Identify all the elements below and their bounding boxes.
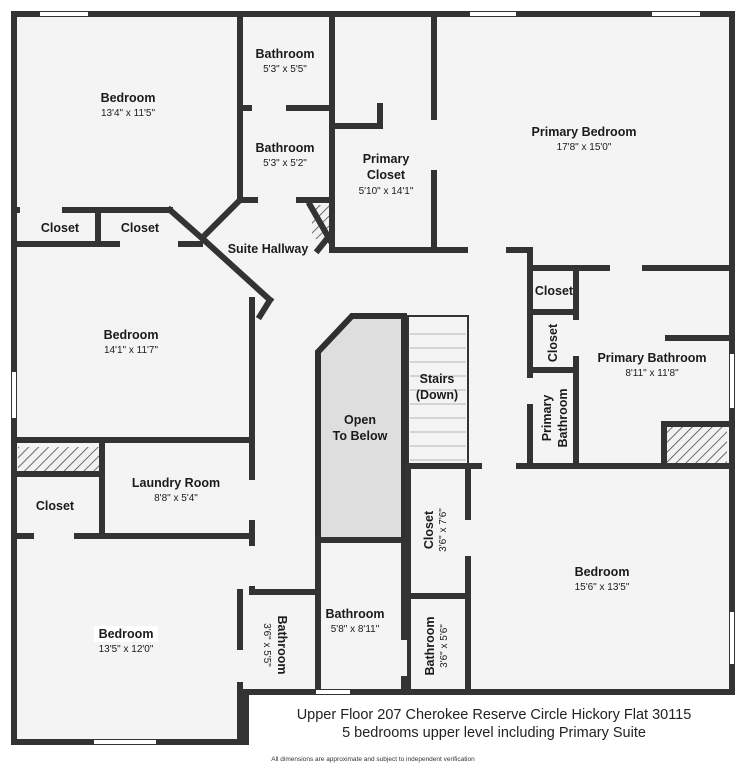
bedroom-se-name: Bedroom [575, 565, 630, 579]
bath-v1-dims: 3'6" x 5'5" [261, 623, 272, 667]
closet-mid-name: Closet [422, 510, 436, 549]
closet-laundry-name: Closet [36, 499, 75, 513]
chase-hatch-primary-bath [667, 426, 727, 463]
bath-mid-dims: 5'3" x 5'2" [263, 158, 307, 169]
bedroom-nw-name: Bedroom [101, 91, 156, 105]
bath-v1-name: Bathroom [275, 615, 289, 674]
windows [12, 12, 734, 744]
closet-1-name: Closet [41, 221, 80, 235]
door-openings [20, 105, 642, 682]
bedroom-sw-label-bg [94, 626, 158, 642]
bedroom-sw-dims: 13'5" x 12'0" [99, 644, 154, 655]
chase-hatch-laundry [18, 447, 102, 473]
laundry-dims: 8'8" x 5'4" [154, 493, 198, 504]
stairs-name-1: Stairs [420, 372, 455, 386]
primary-bedroom-dims: 17'8" x 15'0" [557, 142, 612, 153]
primary-closet-name-2: Closet [367, 168, 406, 182]
bedroom-se-dims: 15'6" x 13'5" [575, 582, 630, 593]
open-to-below-area [315, 313, 407, 543]
bath-v2-dims: 3'6" x 5'6" [439, 624, 450, 668]
bedroom-nw-dims: 13'4" x 11'5" [101, 108, 156, 119]
laundry-name: Laundry Room [132, 476, 220, 490]
primary-bathroom-v-name-2: Bathroom [556, 388, 570, 447]
bedroom-w-dims: 14'1" x 11'7" [104, 345, 159, 356]
open-below-name-2: To Below [333, 429, 388, 443]
primary-bathroom-dims: 8'11" x 11'8" [625, 368, 679, 379]
stairs-name-2: (Down) [416, 388, 458, 402]
closet-2-name: Closet [121, 221, 160, 235]
walls [11, 11, 735, 745]
suite-hallway-name: Suite Hallway [228, 242, 309, 256]
closet-pb-v-name: Closet [546, 323, 560, 362]
plan-caption-line-1: Upper Floor 207 Cherokee Reserve Circle … [296, 707, 692, 723]
bath-top-dims: 5'3" x 5'5" [263, 64, 307, 75]
stairs-treads [410, 333, 466, 461]
bedroom-sw-name: Bedroom [99, 627, 154, 641]
primary-bedroom-name: Primary Bedroom [532, 125, 637, 139]
plan-caption-line-2: 5 bedrooms upper level including Primary… [342, 725, 646, 741]
primary-closet-dims: 5'10" x 14'1" [359, 186, 414, 197]
primary-bathroom-v-name-1: Primary [540, 395, 554, 442]
primary-closet-name-1: Primary [363, 152, 410, 166]
bath-mid-name: Bathroom [255, 141, 314, 155]
closet-pb-top-name: Closet [535, 284, 574, 298]
disclaimer: All dimensions are approximate and subje… [271, 756, 475, 763]
bath-v2-name: Bathroom [423, 616, 437, 675]
bath-bottom-name: Bathroom [325, 607, 384, 621]
bath-bottom-dims: 5'8" x 8'11" [331, 624, 380, 635]
open-below-name-1: Open [344, 413, 376, 427]
bedroom-w-name: Bedroom [104, 328, 159, 342]
bath-top-name: Bathroom [255, 47, 314, 61]
closet-mid-dims: 3'6" x 7'6" [438, 508, 449, 552]
primary-bathroom-name: Primary Bathroom [597, 351, 706, 365]
